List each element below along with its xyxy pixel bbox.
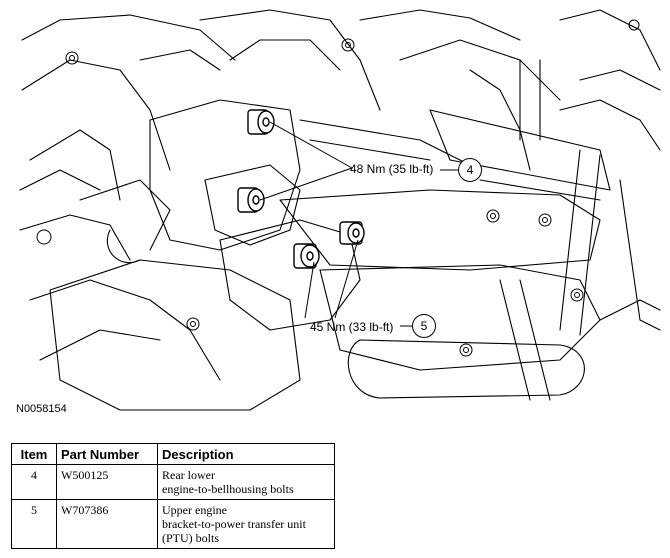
- figure-id: N0058154: [16, 403, 67, 415]
- header-part-number: Part Number: [56, 443, 158, 465]
- bolt-4a: [247, 109, 275, 135]
- torque-label-4: 48 Nm (35 lb-ft): [350, 162, 434, 176]
- description-line: Rear lower: [162, 468, 215, 482]
- torque-label-5: 45 Nm (33 lb-ft): [310, 320, 394, 334]
- description-line: engine-to-bellhousing bolts: [162, 482, 294, 496]
- part-number-cell: W707386: [56, 499, 158, 549]
- bolt-5a: [293, 243, 320, 269]
- description-line: bracket-to-power transfer unit: [162, 517, 306, 531]
- description-line: Upper engine: [162, 503, 227, 517]
- header-description: Description: [157, 443, 335, 465]
- description-cell: Rear lower engine-to-bellhousing bolts: [157, 464, 335, 500]
- bolt-5b: [339, 221, 365, 245]
- description-line: (PTU) bolts: [162, 531, 219, 545]
- parts-table: Item Part Number Description 4 W500125 R…: [11, 443, 335, 549]
- callout-5: 5: [412, 314, 436, 338]
- callout-4: 4: [458, 158, 482, 182]
- line-drawing: [19, 9, 661, 411]
- engine-bracket-illustration: 48 Nm (35 lb-ft) 4 45 Nm (33 lb-ft) 5: [19, 9, 661, 411]
- item-cell: 5: [11, 499, 57, 549]
- description-cell: Upper engine bracket-to-power transfer u…: [157, 499, 335, 549]
- bolt-4b: [237, 187, 265, 213]
- table-row: 5 W707386 Upper engine bracket-to-power …: [11, 499, 335, 549]
- part-number-cell: W500125: [56, 464, 158, 500]
- header-item: Item: [11, 443, 57, 465]
- item-cell: 4: [11, 464, 57, 500]
- table-row: 4 W500125 Rear lower engine-to-bellhousi…: [11, 464, 335, 500]
- table-header-row: Item Part Number Description: [11, 443, 335, 465]
